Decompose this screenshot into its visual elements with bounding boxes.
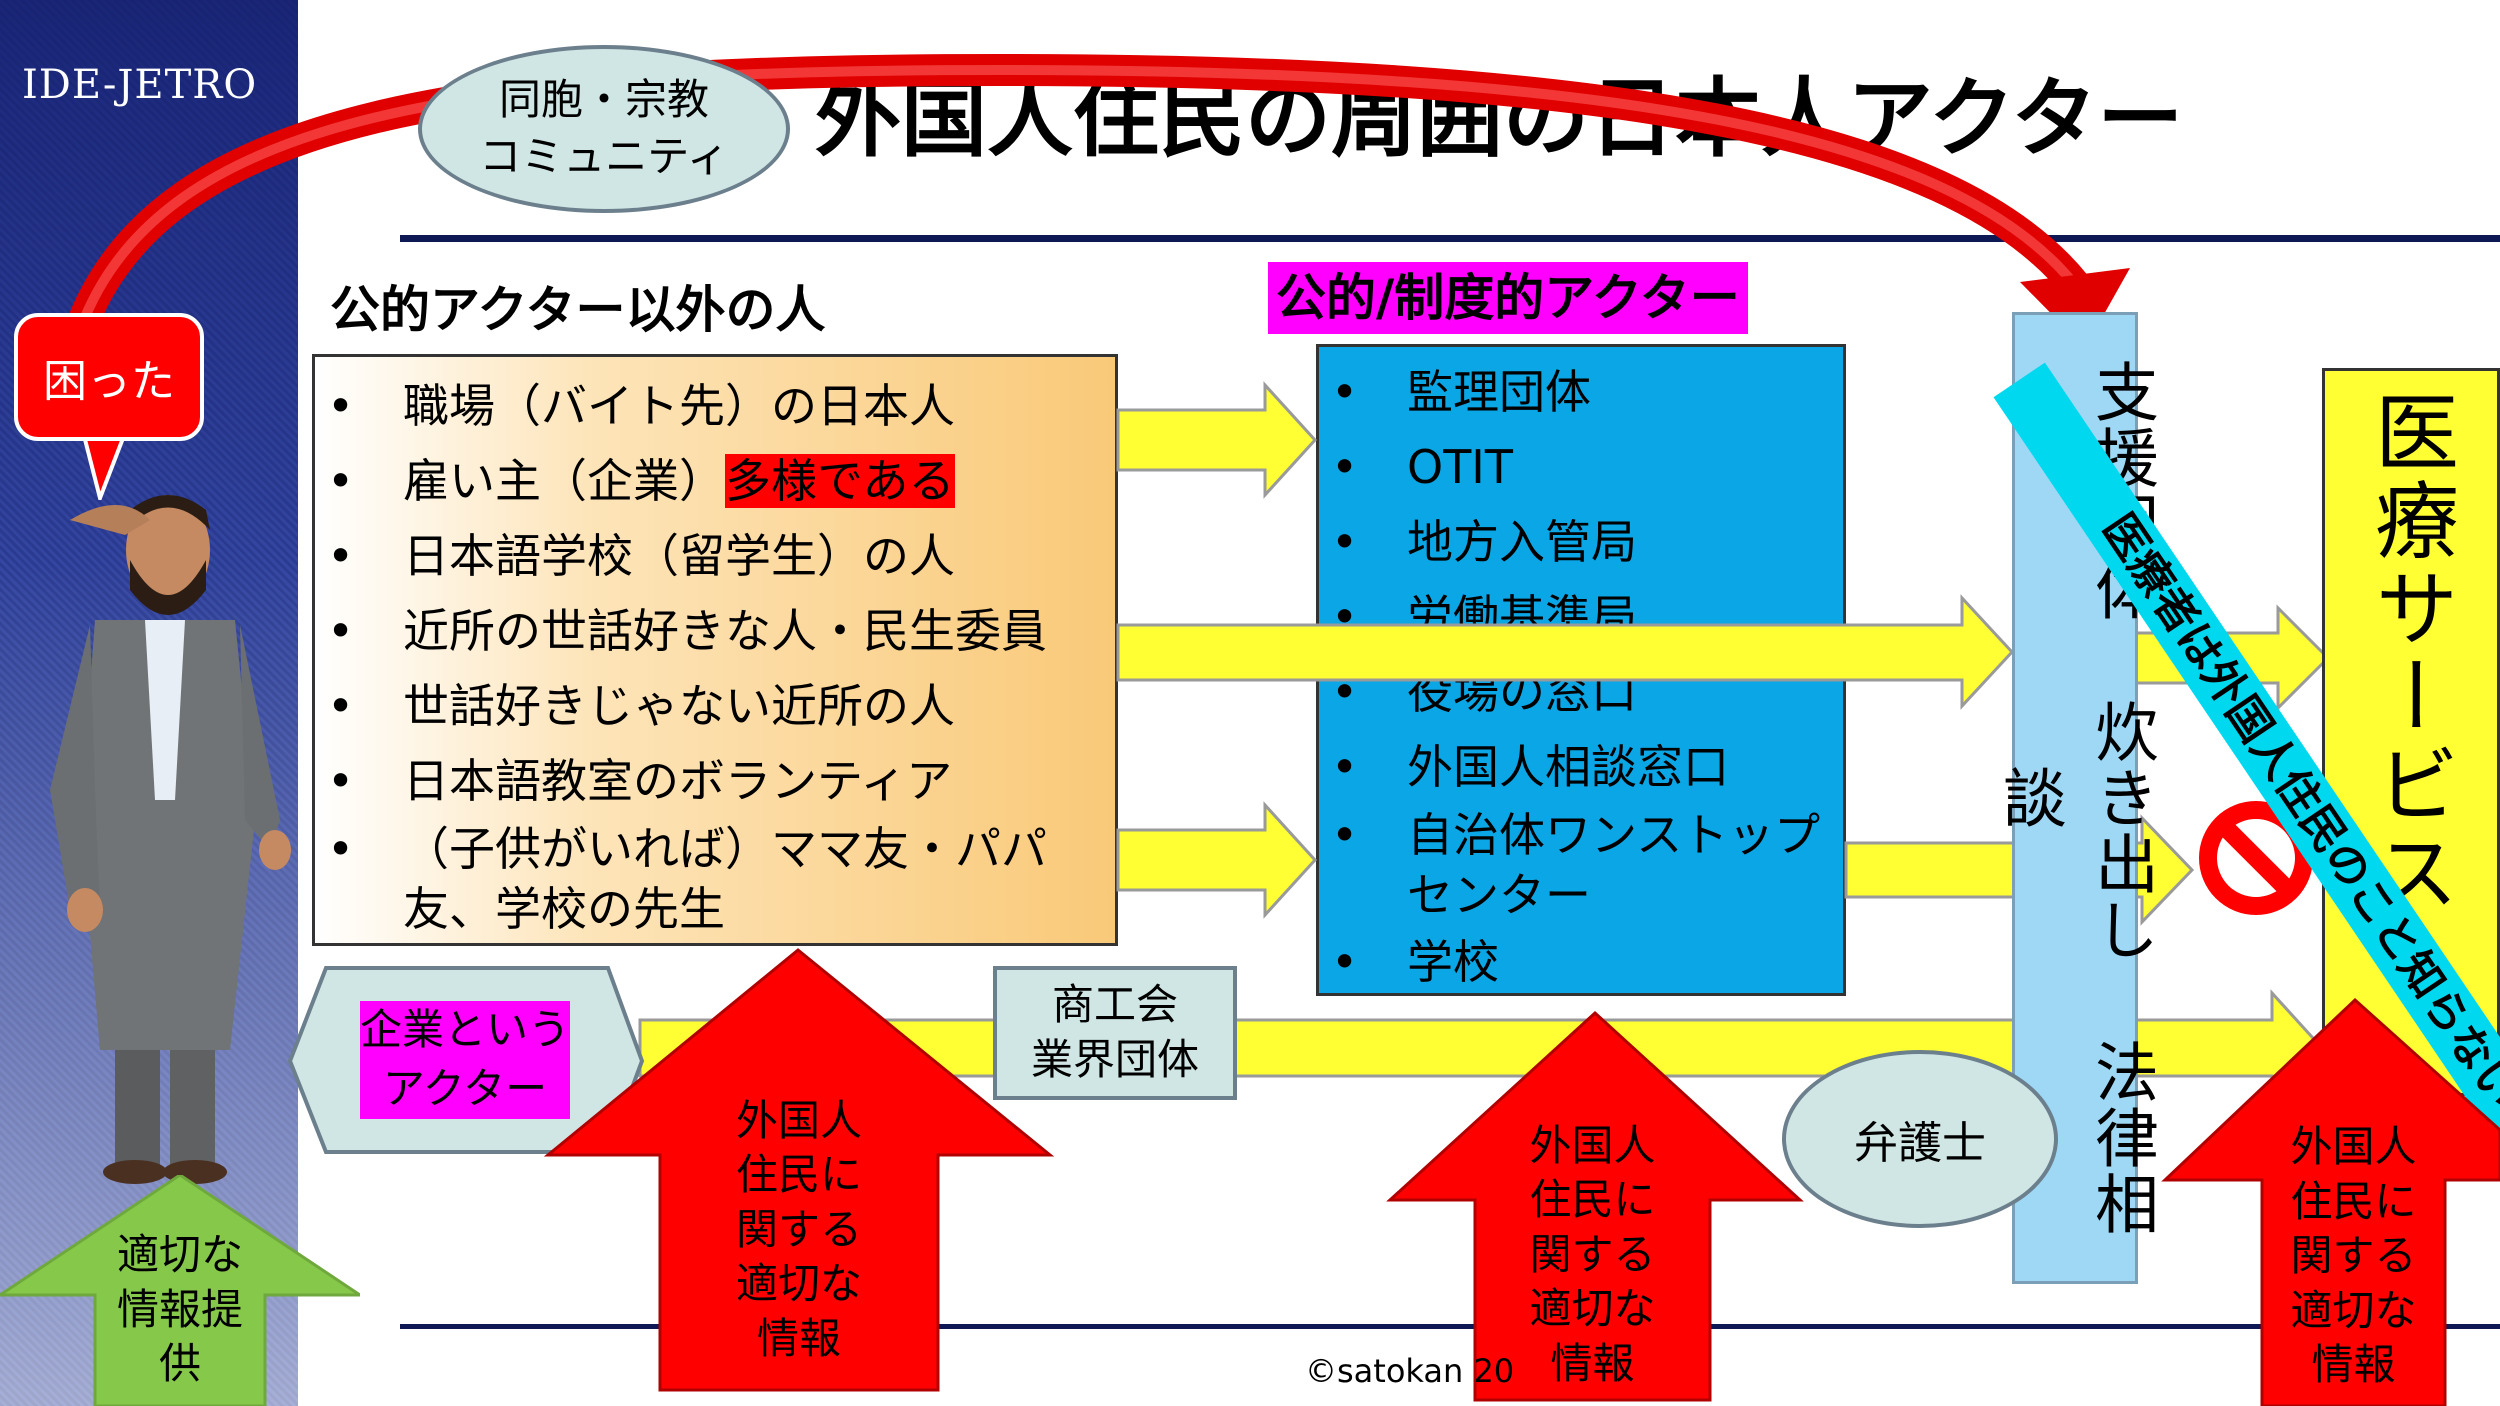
list-item: 自治体ワンストップセンター bbox=[1319, 805, 1843, 925]
lawyer-label: 弁護士 bbox=[1854, 1118, 1986, 1169]
arrow-nonpublic-to-support bbox=[1116, 594, 2015, 710]
company-actor-label-wrap: 企業という アクター bbox=[330, 1000, 600, 1120]
company-actor-label: 企業という アクター bbox=[359, 1001, 570, 1119]
community-label: 同胞・宗教 コミュニティ bbox=[479, 75, 729, 181]
list-item: 外国人相談窓口 bbox=[1319, 730, 1843, 805]
commerce-label: 商工会 業界団体 bbox=[1030, 980, 1199, 1084]
green-up-arrow bbox=[0, 1175, 360, 1406]
green-arrow-label: 適切な 情報提 供 bbox=[116, 1230, 243, 1389]
worried-man-figure bbox=[50, 495, 291, 1184]
list-item-text: 雇い主（企業） bbox=[403, 454, 725, 508]
trouble-label: 困った bbox=[43, 356, 175, 407]
public-heading: 公的/制度的アクター bbox=[1268, 262, 1748, 334]
public-actor-list: 監理団体 OTIT 地方入管局 労働基準局 役場の窓口 外国人相談窓口 自治体ワ… bbox=[1319, 355, 1843, 1000]
list-item: 日本語教室のボランティア bbox=[315, 744, 1115, 819]
community-ellipse: 同胞・宗教 コミュニティ bbox=[418, 45, 790, 213]
lawyer-ellipse: 弁護士 bbox=[1782, 1050, 2058, 1228]
info-arrow-label-center: 外国人 住民に 関する 適切な 情報 bbox=[1529, 1120, 1656, 1388]
arrow-nonpublic-to-public-2 bbox=[1116, 801, 1318, 919]
footer-rule bbox=[400, 1324, 2500, 1329]
medical-services-label: 医療サービス bbox=[2361, 389, 2460, 917]
list-item: 雇い主（企業）多様である bbox=[315, 444, 1115, 519]
copyright-text: ©satokan 20 bbox=[1305, 1352, 1515, 1390]
info-arrow-label-right: 外国人 住民に 関する 適切な 情報 bbox=[2290, 1122, 2417, 1390]
trouble-speech-bubble: 困った bbox=[14, 313, 204, 441]
list-item: 職場（バイト先）の日本人 bbox=[315, 369, 1115, 444]
title-rule bbox=[400, 235, 2500, 242]
list-item: 近所の世話好きな人・民生委員 bbox=[315, 594, 1115, 669]
arrow-nonpublic-to-public-1 bbox=[1116, 381, 1318, 499]
diverse-highlight: 多様である bbox=[725, 454, 955, 508]
list-item: 日本語学校（留学生）の人 bbox=[315, 519, 1115, 594]
nonpublic-actor-list: 職場（バイト先）の日本人 雇い主（企業）多様である 日本語学校（留学生）の人 近… bbox=[315, 369, 1115, 939]
list-item: OTIT bbox=[1319, 430, 1843, 505]
info-arrow-label-left: 外国人 住民に 関する 適切な 情報 bbox=[735, 1095, 862, 1363]
commerce-box: 商工会 業界団体 bbox=[993, 966, 1237, 1100]
red-arrow-center bbox=[1386, 1010, 1804, 1402]
list-item: （子供がいれば）ママ友・パパ友、学校の先生 bbox=[315, 819, 1115, 939]
list-item: 学校 bbox=[1319, 925, 1843, 1000]
red-arrow-left bbox=[543, 948, 1055, 1392]
ide-jetro-logo: IDE-JETRO bbox=[22, 62, 258, 108]
list-item: 地方入管局 bbox=[1319, 505, 1843, 580]
list-item: 監理団体 bbox=[1319, 355, 1843, 430]
list-item: 世話好きじゃない近所の人 bbox=[315, 669, 1115, 744]
red-arrow-right bbox=[2161, 997, 2500, 1406]
nonpublic-heading: 公的アクター以外の人 bbox=[330, 281, 826, 339]
